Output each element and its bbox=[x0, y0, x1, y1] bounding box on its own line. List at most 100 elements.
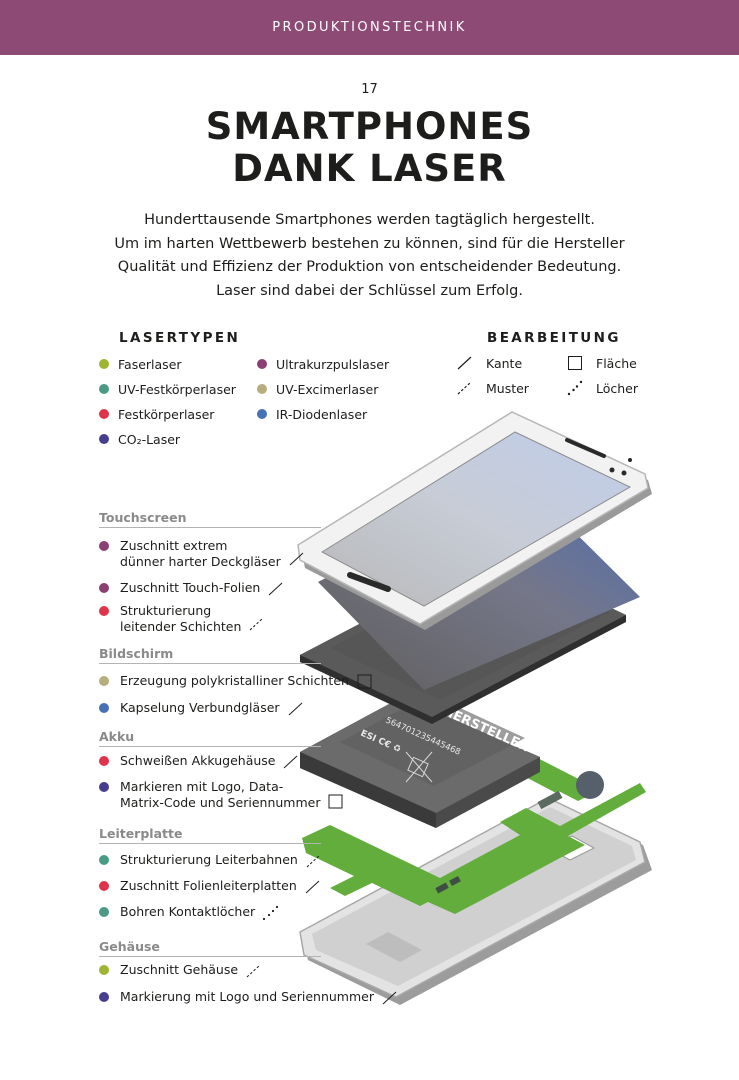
kante-icon bbox=[289, 552, 304, 566]
legend-label: UV-Festkörperlaser bbox=[118, 381, 236, 397]
process-label: Zuschnitt Gehäuse bbox=[120, 962, 239, 977]
legend-item-uv-festkoerperlaser: UV-Festkörperlaser bbox=[99, 380, 236, 398]
kante-icon bbox=[305, 880, 320, 894]
flaeche-icon bbox=[357, 674, 372, 689]
laser-dot bbox=[99, 782, 109, 792]
legend-label: Kante bbox=[486, 355, 523, 371]
muster-icon bbox=[306, 854, 321, 868]
process-label: Schweißen Akkugehäuse bbox=[120, 753, 276, 768]
process-label: Bohren Kontaktlöcher bbox=[120, 904, 256, 919]
legend-dot bbox=[99, 409, 109, 419]
process-label: Zuschnitt extrem dünner harter Deckgläse… bbox=[120, 538, 281, 569]
laser-dot bbox=[99, 965, 109, 975]
process-item: Strukturierung Leiterbahnen bbox=[99, 852, 324, 870]
legend-item-ir-diodenlaser: IR-Diodenlaser bbox=[257, 405, 367, 423]
kante-icon bbox=[457, 356, 472, 370]
section-header: PRODUKTIONSTECHNIK bbox=[0, 0, 739, 55]
intro-line-1: Hunderttausende Smartphones werden tagtä… bbox=[144, 212, 595, 228]
page-title-line-1: SMARTPHONES bbox=[205, 105, 534, 148]
process-item: Zuschnitt Touch-Folien bbox=[99, 580, 286, 598]
legend-label: UV-Excimerlaser bbox=[276, 381, 379, 397]
legend-dot bbox=[99, 434, 109, 444]
muster-icon bbox=[250, 617, 264, 631]
process-label: Markieren mit Logo, Data- Matrix-Code un… bbox=[120, 779, 321, 810]
category-heading-touchscreen: Touchscreen bbox=[99, 510, 321, 528]
intro-line-3: Qualität und Effizienz der Produktion vo… bbox=[117, 259, 622, 275]
intro-line-2: Um im harten Wettbewerb bestehen zu könn… bbox=[114, 235, 625, 252]
legend-item-muster: Muster bbox=[456, 379, 529, 397]
legend-item-flaeche: Fläche bbox=[566, 354, 637, 372]
intro-text: Hunderttausende Smartphones werden tagtä… bbox=[80, 209, 659, 303]
intro-line-4: Laser sind dabei der Schlüssel zum Erfol… bbox=[216, 282, 523, 299]
kante-icon bbox=[382, 991, 397, 1005]
category-heading-bildschirm: Bildschirm bbox=[99, 646, 321, 664]
kante-icon bbox=[268, 582, 283, 596]
legend-item-co2-laser: CO₂-Laser bbox=[99, 430, 180, 448]
bearbeitung-heading: BEARBEITUNG bbox=[487, 330, 621, 346]
legend-label: Löcher bbox=[596, 380, 639, 396]
legend-label: Fläche bbox=[596, 355, 637, 371]
legend-dot bbox=[257, 384, 267, 394]
process-item: Strukturierung leitender Schichten bbox=[99, 603, 267, 635]
process-item: Markierung mit Logo und Seriennummer bbox=[99, 989, 400, 1007]
laser-dot bbox=[99, 907, 109, 917]
process-item: Kapselung Verbundgläser bbox=[99, 700, 306, 718]
laser-dot bbox=[99, 756, 109, 766]
process-item: Erzeugung polykristalliner Schichten bbox=[99, 673, 375, 691]
process-label: Markierung mit Logo und Seriennummer bbox=[120, 989, 374, 1004]
muster-icon bbox=[246, 964, 261, 978]
loecher-icon bbox=[263, 905, 279, 921]
process-label: Strukturierung leitender Schichten bbox=[120, 603, 242, 634]
kante-icon bbox=[288, 702, 302, 716]
legend-item-loecher: Löcher bbox=[566, 379, 638, 397]
legend-item-uv-excimerlaser: UV-Excimerlaser bbox=[257, 380, 378, 398]
legend-dot bbox=[257, 359, 267, 369]
laser-dot bbox=[99, 881, 109, 891]
process-item: Zuschnitt extrem dünner harter Deckgläse… bbox=[99, 538, 307, 570]
process-label: Zuschnitt Folienleiterplatten bbox=[120, 878, 297, 893]
front-glass-layer bbox=[297, 411, 652, 630]
page-title-line-2: DANK LASER bbox=[232, 147, 507, 190]
page-title: SMARTPHONES DANK LASER bbox=[0, 106, 739, 190]
process-item: Markieren mit Logo, Data- Matrix-Code un… bbox=[99, 779, 346, 811]
laser-dot bbox=[99, 676, 109, 686]
legend-dot bbox=[257, 409, 267, 419]
legend-label: Ultrakurzpulslaser bbox=[276, 356, 390, 372]
laser-dot bbox=[99, 992, 109, 1002]
flaeche-icon bbox=[568, 356, 582, 370]
legend-dot bbox=[99, 359, 109, 369]
legend-label: IR-Diodenlaser bbox=[276, 406, 368, 422]
battery-layer: HERSTELLER 564701235445468 ESI C€ ♻ bbox=[300, 694, 540, 828]
legend-label: Muster bbox=[486, 380, 529, 396]
legend-item-faserlaser: Faserlaser bbox=[99, 355, 182, 373]
lasertypen-heading: LASERTYPEN bbox=[119, 330, 241, 346]
section-header-label: PRODUKTIONSTECHNIK bbox=[272, 20, 467, 35]
flaeche-icon bbox=[328, 794, 343, 809]
recycle-bin-icon bbox=[405, 751, 433, 783]
process-label: Zuschnitt Touch-Folien bbox=[120, 580, 261, 595]
category-heading-leiterplatte: Leiterplatte bbox=[99, 826, 321, 844]
category-heading-akku: Akku bbox=[99, 729, 321, 747]
process-item: Zuschnitt Folienleiterplatten bbox=[99, 878, 323, 896]
process-label: Kapselung Verbundgläser bbox=[120, 700, 280, 715]
laser-dot bbox=[99, 606, 109, 616]
legend-label: CO₂-Laser bbox=[118, 431, 181, 447]
legend-label: Faserlaser bbox=[118, 356, 182, 372]
muster-icon bbox=[457, 381, 472, 395]
process-label: Strukturierung Leiterbahnen bbox=[120, 852, 298, 867]
page-number: 17 bbox=[361, 82, 378, 97]
laser-dot bbox=[99, 855, 109, 865]
kante-icon bbox=[284, 755, 298, 769]
process-label: Erzeugung polykristalliner Schichten bbox=[120, 673, 349, 688]
legend-item-festkoerperlaser: Festkörperlaser bbox=[99, 405, 214, 423]
laser-dot bbox=[99, 541, 109, 551]
legend-label: Festkörperlaser bbox=[118, 406, 215, 422]
process-item: Zuschnitt Gehäuse bbox=[99, 962, 264, 980]
laser-dot bbox=[99, 583, 109, 593]
loecher-icon bbox=[567, 380, 583, 396]
category-heading-gehaeuse: Gehäuse bbox=[99, 939, 321, 957]
legend-item-ultrakurzpulslaser: Ultrakurzpulslaser bbox=[257, 355, 389, 373]
laser-dot bbox=[99, 703, 109, 713]
legend-dot bbox=[99, 384, 109, 394]
